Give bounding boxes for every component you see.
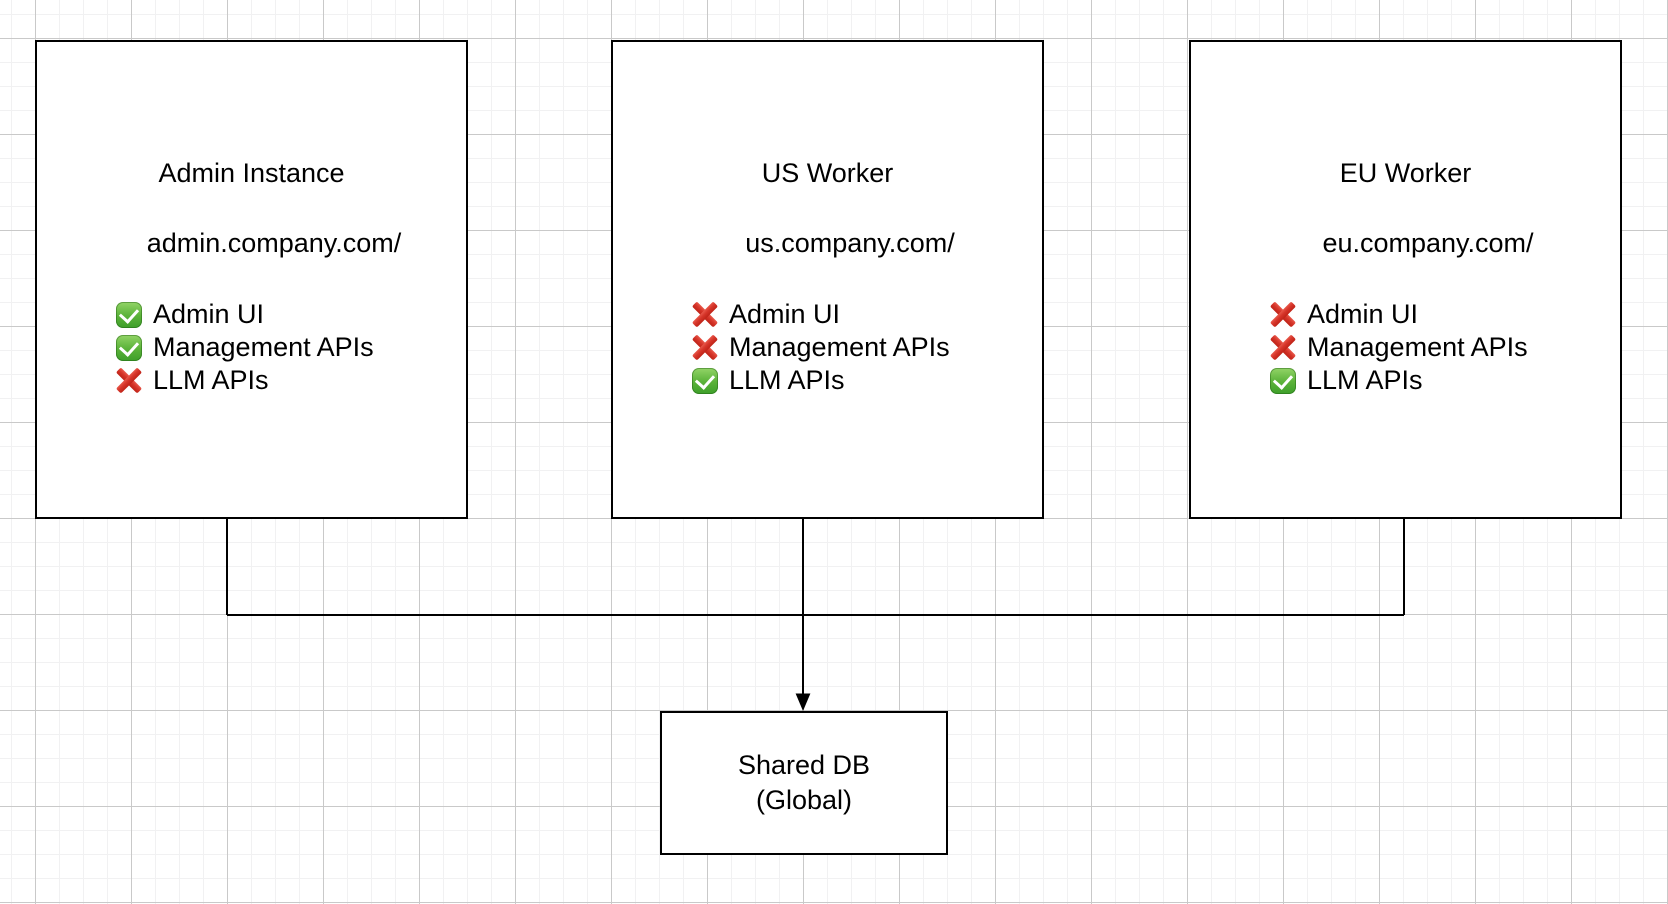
node-subtitle: admin.company.com/ (146, 228, 402, 258)
list-item-label: Management APIs (729, 332, 950, 362)
cross-icon (1270, 302, 1296, 328)
list-item: Management APIs (1270, 331, 1610, 364)
node-title-line: EU Worker (1339, 158, 1472, 188)
node-eu-worker[interactable]: EU Worker eu.company.com/ Admin UI Manag… (1189, 40, 1622, 519)
list-item-label: Admin UI (153, 299, 265, 329)
list-item-label: Admin UI (729, 299, 841, 329)
node-us-worker[interactable]: US Worker us.company.com/ Admin UI Manag… (611, 40, 1044, 519)
list-item: LLM APIs (116, 364, 456, 397)
node-title: Shared DB (Global) (662, 748, 946, 818)
node-title-line: Shared DB (737, 750, 871, 780)
list-item: Admin UI (116, 298, 456, 331)
cross-icon (1270, 335, 1296, 361)
node-subtitle: eu.company.com/ (1322, 228, 1534, 258)
cross-icon (692, 335, 718, 361)
arrowhead-icon (795, 693, 811, 711)
list-item-label: LLM APIs (153, 365, 269, 395)
cross-icon (692, 302, 718, 328)
list-item: Admin UI (1270, 298, 1610, 331)
list-item: Management APIs (692, 331, 1032, 364)
node-title-line: US Worker (761, 158, 894, 188)
list-item-label: LLM APIs (729, 365, 845, 395)
list-item-label: Management APIs (1307, 332, 1528, 362)
list-item-label: Management APIs (153, 332, 374, 362)
node-subtitle: (Global) (755, 785, 853, 815)
node-admin-instance[interactable]: Admin Instance admin.company.com/ Admin … (35, 40, 468, 519)
list-item: LLM APIs (692, 364, 1032, 397)
check-icon (116, 301, 142, 328)
node-shared-db[interactable]: Shared DB (Global) (660, 711, 948, 855)
node-title: US Worker us.company.com/ (613, 156, 1042, 261)
node-title: EU Worker eu.company.com/ (1191, 156, 1620, 261)
cross-icon (116, 368, 142, 394)
node-title: Admin Instance admin.company.com/ (37, 156, 466, 261)
capability-list: Admin UI Management APIs LLM APIs (1270, 298, 1610, 397)
edge-to-shared-db[interactable] (795, 615, 811, 711)
capability-list: Admin UI Management APIs LLM APIs (116, 298, 456, 397)
list-item: Management APIs (116, 331, 456, 364)
capability-list: Admin UI Management APIs LLM APIs (692, 298, 1032, 397)
check-icon (1270, 367, 1296, 394)
check-icon (116, 334, 142, 361)
list-item-label: LLM APIs (1307, 365, 1423, 395)
list-item-label: Admin UI (1307, 299, 1419, 329)
list-item: LLM APIs (1270, 364, 1610, 397)
check-icon (692, 367, 718, 394)
node-subtitle: us.company.com/ (745, 228, 955, 258)
node-title-line: Admin Instance (158, 158, 345, 188)
list-item: Admin UI (692, 298, 1032, 331)
